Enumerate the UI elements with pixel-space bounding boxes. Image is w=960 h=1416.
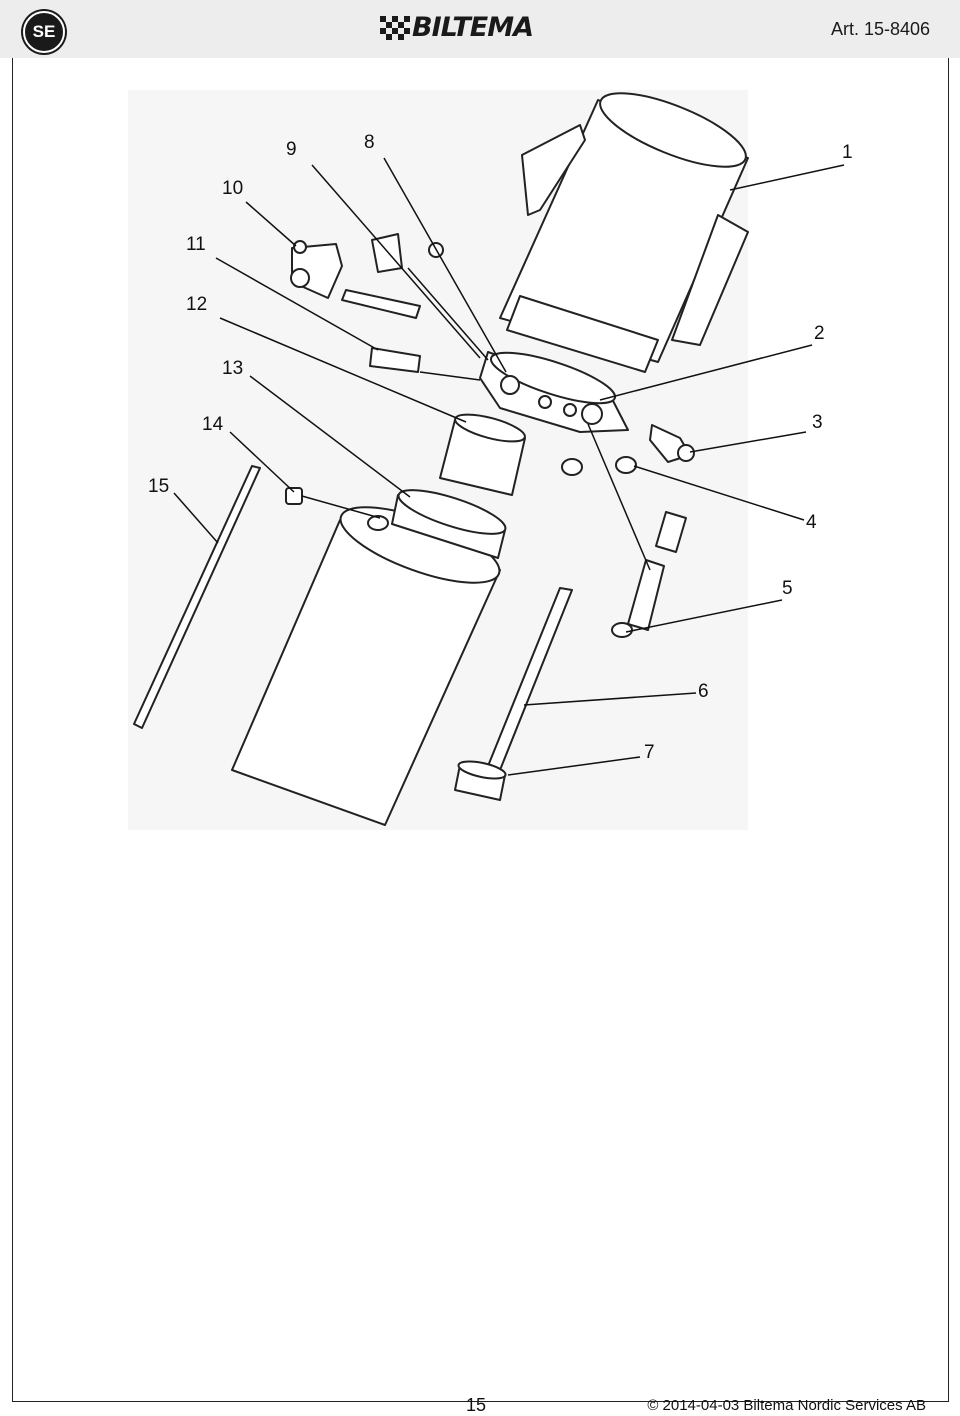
page-frame xyxy=(12,58,949,1402)
callout-labels: 1 2 3 4 5 6 7 8 9 10 11 12 13 14 15 xyxy=(148,132,853,763)
page-number: 15 xyxy=(466,1395,487,1415)
dipstick xyxy=(133,465,261,729)
pump-manifold xyxy=(479,351,629,433)
callout-12: 12 xyxy=(186,294,207,315)
callout-10: 10 xyxy=(222,178,243,199)
exploded-parts-diagram: 1 2 3 4 5 6 7 8 9 10 11 12 13 14 15 xyxy=(133,92,853,826)
leader-lines xyxy=(173,157,845,776)
motor-housing xyxy=(499,92,749,373)
drain-plug xyxy=(285,487,303,505)
pressure-valve xyxy=(611,511,687,638)
outlet-fitting xyxy=(649,424,695,463)
callout-11: 11 xyxy=(186,234,206,255)
hex-coupling xyxy=(439,413,526,496)
callout-13: 13 xyxy=(222,358,243,379)
checkered-flag-icon xyxy=(380,16,410,40)
callout-2: 2 xyxy=(814,323,825,344)
callout-1: 1 xyxy=(842,142,853,163)
brand-logo-text: BILTEMA xyxy=(412,12,534,43)
callout-14: 14 xyxy=(202,414,224,435)
callout-15: 15 xyxy=(148,476,169,497)
callout-4: 4 xyxy=(806,512,817,533)
copyright-notice: © 2014-04-03 Biltema Nordic Services AB xyxy=(647,1397,926,1414)
plug-nuts xyxy=(561,456,637,476)
suction-tube xyxy=(454,587,573,801)
page-header: SE BILTEMA Art. 15-8406 xyxy=(0,0,960,58)
callout-7: 7 xyxy=(644,742,655,763)
callout-8: 8 xyxy=(364,132,375,153)
oil-reservoir xyxy=(231,489,507,826)
callout-5: 5 xyxy=(782,578,793,599)
callout-3: 3 xyxy=(812,412,823,433)
small-fittings xyxy=(290,233,444,373)
brand-logo: BILTEMA xyxy=(380,12,590,43)
article-number: Art. 15-8406 xyxy=(830,19,930,39)
callout-9: 9 xyxy=(286,139,297,160)
callout-6: 6 xyxy=(698,681,709,702)
language-badge: SE xyxy=(23,11,65,53)
